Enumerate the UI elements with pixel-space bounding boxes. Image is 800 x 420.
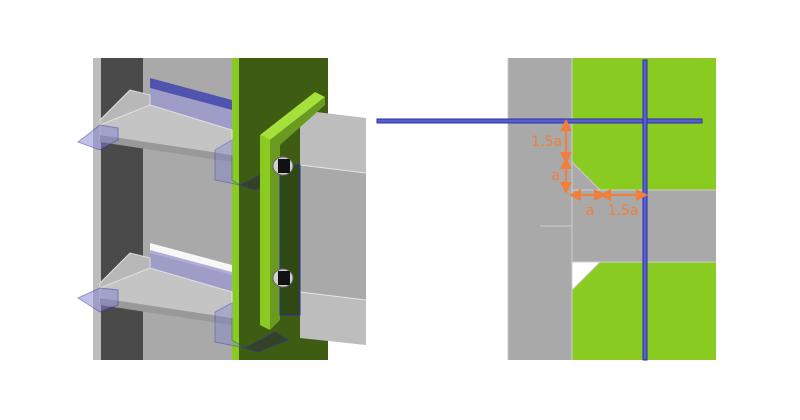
dimension-vertical-1-5a: 1.5a: [531, 119, 572, 164]
column-flange-edge-green: [232, 58, 239, 360]
column-section: [508, 58, 572, 360]
weld-line-horizontal: [376, 118, 703, 124]
top-stiffener: [76, 78, 287, 191]
dimension-horizontal-1-5a: 1.5a: [599, 189, 648, 219]
connected-beam: [299, 110, 367, 345]
detail-view: 1.5a a a 1.5a: [376, 58, 716, 361]
dimension-label: 1.5a: [608, 203, 639, 219]
dimension-label: a: [551, 168, 560, 184]
dimension-label: a: [586, 203, 595, 219]
bolt-bottom: [272, 268, 294, 288]
isometric-view: [76, 58, 367, 360]
dimension-label: 1.5a: [531, 134, 562, 150]
bottom-stiffener: [76, 243, 290, 353]
column-flange-edge: [93, 58, 101, 360]
bolt-top: [272, 156, 294, 176]
dimension-horizontal-a: a: [569, 189, 606, 219]
end-plate: [260, 92, 325, 330]
dimension-vertical-a: a: [551, 157, 572, 194]
weld-line-vertical: [642, 59, 648, 361]
